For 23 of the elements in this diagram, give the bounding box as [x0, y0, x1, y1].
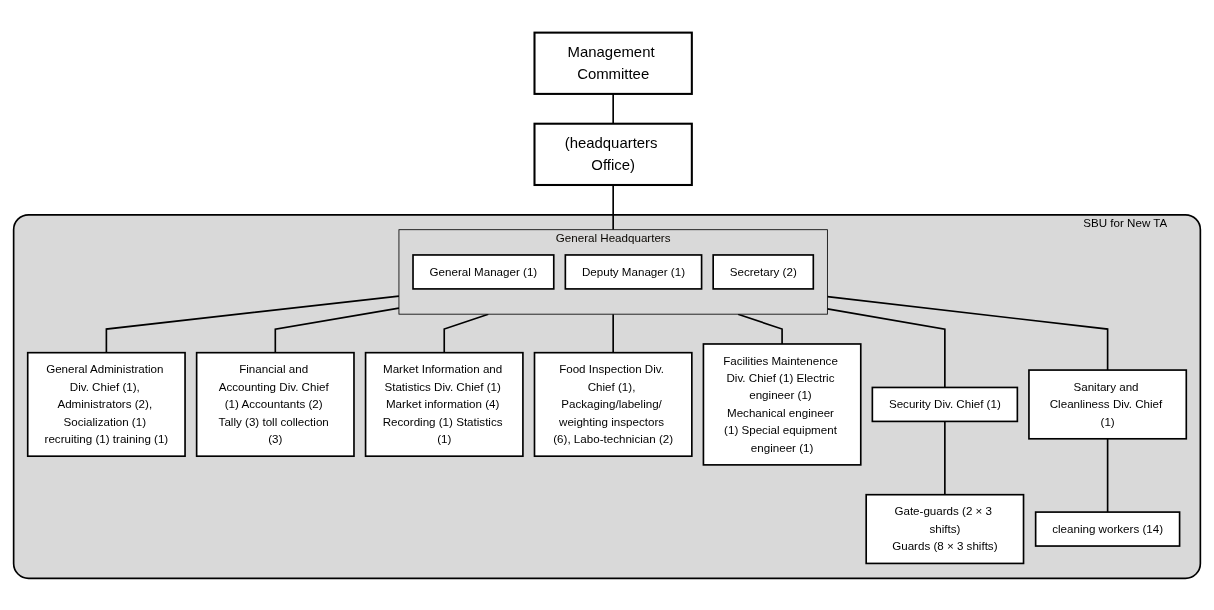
node-box: Facilities Maintenence Div. Chief (1) Electric engineer (1) Mechanical engineer (1) Special equipment engineer (1): [702, 342, 862, 466]
node-box: Sanitary and Cleanliness Div. Chief (1): [1028, 368, 1188, 440]
connector: [274, 306, 400, 353]
node-box: Deputy Manager (1): [564, 253, 703, 290]
node-box: Food Inspection Div. Chief (1), Packaging/labeling/ weighting inspectors (6), Labo-technician (2): [533, 351, 693, 457]
node-box: cleaning workers (14): [1034, 510, 1181, 547]
connector: [443, 312, 490, 353]
node-box: Secretary (2): [712, 253, 815, 290]
connector: [944, 420, 946, 496]
connector: [826, 295, 1109, 371]
connector: [105, 294, 400, 353]
node-box: (headquarters Office): [533, 122, 693, 186]
connector: [737, 312, 783, 345]
node-box: Market Information and Statistics Div. Chief (1) Market information (4) Recording (1) Statistics (1): [364, 351, 524, 457]
node-box: General Manager (1): [412, 253, 555, 290]
node-box: Security Div. Chief (1): [871, 386, 1019, 422]
node-box: Gate-guards (2 × 3 shifts) Guards (8 × 3 shifts): [865, 493, 1025, 564]
node-box: Management Committee: [533, 31, 693, 95]
node-box: General Administration Div. Chief (1), Administrators (2), Socialization (1) recruiting (1) training (1): [26, 351, 186, 457]
connector: [612, 312, 614, 353]
connector: [1106, 437, 1109, 513]
connector: [826, 307, 946, 388]
node-box: Financial and Accounting Div. Chief (1) Accountants (2) Tally (3) toll collection (3): [195, 351, 355, 457]
